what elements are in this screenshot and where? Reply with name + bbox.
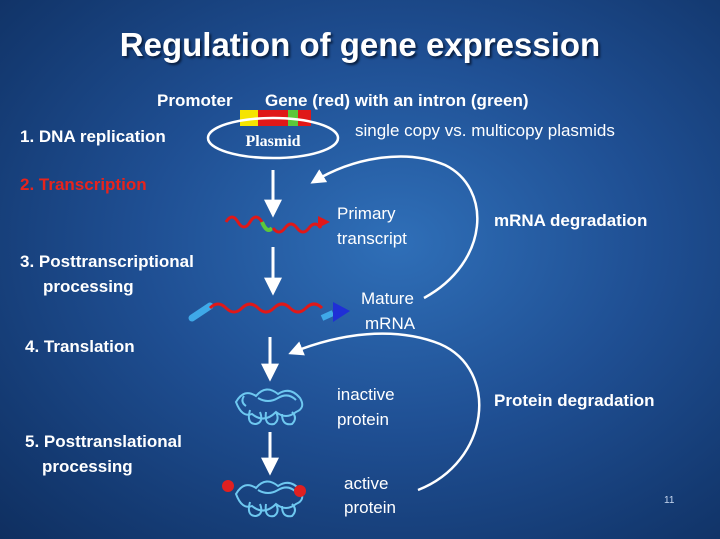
phosphate-1 xyxy=(222,480,234,492)
gene-segment-2 xyxy=(298,110,311,126)
mrna-degradation-label: mRNA degradation xyxy=(494,211,648,230)
inactive-protein-label-2: protein xyxy=(337,410,389,429)
slide-title: Regulation of gene expression xyxy=(119,26,601,63)
active-protein-label-2: protein xyxy=(344,498,396,517)
primary-transcript-label: Primary xyxy=(337,204,396,223)
step-dna-replication: 1. DNA replication xyxy=(20,127,166,146)
mature-mrna-label-2: mRNA xyxy=(365,314,416,333)
primary-transcript xyxy=(224,215,330,234)
protein-degradation-label: Protein degradation xyxy=(494,391,655,410)
inactive-protein xyxy=(234,388,304,426)
plasmid-label: Plasmid xyxy=(245,133,300,150)
step-translation: 4. Translation xyxy=(25,337,135,356)
step-posttranscriptional-2: processing xyxy=(43,277,134,296)
primary-transcript-label-2: transcript xyxy=(337,229,407,248)
step-posttranslational-2: processing xyxy=(42,457,133,476)
active-protein xyxy=(222,480,306,518)
step-posttranscriptional: 3. Posttranscriptional xyxy=(20,252,194,271)
promoter-label: Promoter xyxy=(157,91,233,110)
step-posttranslational: 5. Posttranslational xyxy=(25,432,182,451)
inactive-protein-label: inactive xyxy=(337,385,395,404)
mrna-degradation-arc xyxy=(310,155,479,300)
protein-degradation-arc xyxy=(288,332,481,492)
plasmid-ellipse xyxy=(206,116,340,160)
copy-note: single copy vs. multicopy plasmids xyxy=(355,121,615,140)
gene-description: Gene (red) with an intron (green) xyxy=(265,91,529,110)
step-transcription: 2. Transcription xyxy=(20,175,147,194)
mature-mrna xyxy=(188,302,350,322)
promoter-segment xyxy=(240,110,258,126)
phosphate-2 xyxy=(294,485,306,497)
page-number: 11 xyxy=(664,495,675,506)
mature-mrna-label: Mature xyxy=(361,289,414,308)
active-protein-label: active xyxy=(344,474,389,493)
